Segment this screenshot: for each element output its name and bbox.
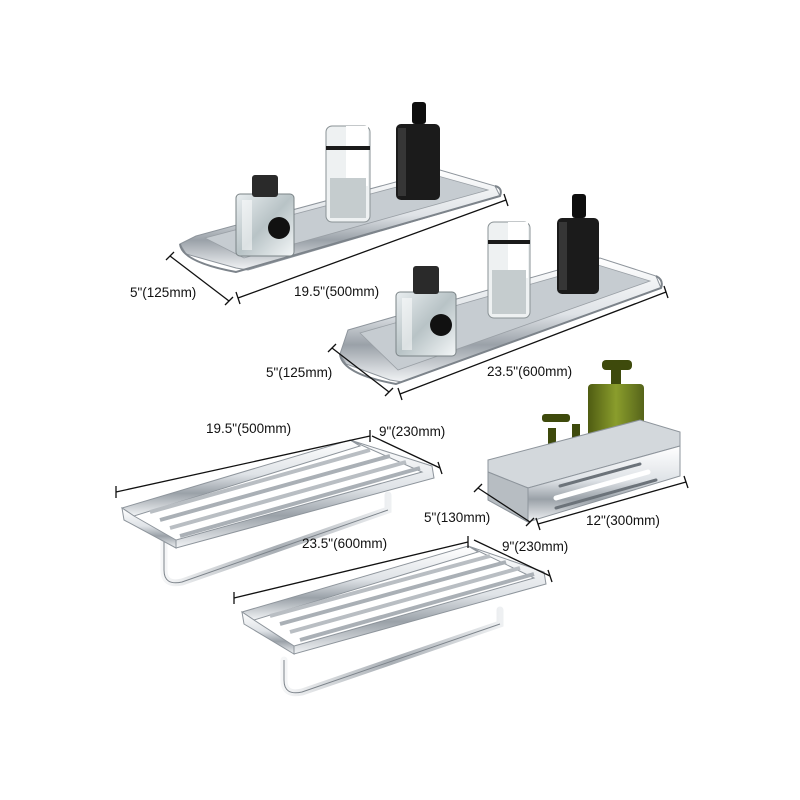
length-label: 19.5"(500mm) [206,421,291,436]
dimension-tick [503,193,509,207]
length-label: 23.5"(600mm) [302,536,387,551]
depth-label: 5"(125mm) [130,285,196,300]
length-label: 12"(300mm) [586,513,660,528]
dimension-line-length [115,435,371,493]
dimension-tick [473,483,483,493]
rack-bar [159,454,391,522]
depth-label: 9"(230mm) [379,424,445,439]
shower-basket: 5"(130mm) 12"(300mm) [0,0,689,531]
cologne-bottle-clear [235,175,295,257]
rack-bar [149,448,371,514]
depth-label: 5"(130mm) [424,510,490,525]
basket-slot [553,469,651,501]
dimension-tick [327,343,337,353]
rack-frame-right [175,439,435,549]
black-bottle [557,194,599,294]
shelf-front-lip [179,185,502,274]
dimension-line-depth [473,539,551,577]
dimension-line-length [233,541,469,599]
black-bottle [396,102,440,200]
rack-bar [179,466,421,538]
clear-square-bottle [487,221,531,319]
dimension-tick [224,296,234,306]
dimension-tick [235,291,241,305]
glass-shelf-large: 5"(125mm) 23.5"(600mm) [266,194,669,401]
basket-slot [554,478,658,510]
rack-bar [169,460,407,530]
dimension-tick [663,285,669,299]
rack-frame-front [241,610,295,655]
dimension-line-depth [371,435,441,469]
rack-bar [269,554,491,618]
dimension-tick [437,461,443,475]
depth-label: 9"(230mm) [502,539,568,554]
rack-bar [289,566,521,634]
rack-bar [279,560,507,626]
dimension-line-length [237,199,507,299]
basket-slot [0,0,1,1]
dimension-line-depth [477,487,531,523]
rack-bar [299,572,535,642]
rack-frame-right [293,545,547,655]
dimension-tick [525,517,535,527]
dimension-tick [547,569,553,583]
dimension-line-length [399,291,667,395]
dimension-tick [397,387,403,401]
length-label: 23.5"(600mm) [487,364,572,379]
shelf-front-lip [339,275,663,386]
length-label: 19.5"(500mm) [294,284,379,299]
dimension-tick [683,475,689,489]
towel-rack-small: 19.5"(500mm) 9"(230mm) [115,421,445,587]
depth-label: 5"(125mm) [266,365,332,380]
rack-frame-front [121,506,177,549]
towel-rack-large: 23.5"(600mm) 9"(230mm) [233,536,568,697]
cologne-bottle-clear [395,266,457,357]
dimension-line-length [537,481,687,525]
dimension-tick [384,387,394,397]
basket-side-wall [487,471,529,523]
basket-slot [558,462,642,488]
dimension-line-depth [169,255,230,302]
dimension-tick [535,517,541,531]
dimension-line-depth [331,347,390,393]
dimension-tick [165,251,175,261]
glass-shelf-small: 5"(125mm) 19.5"(500mm) [130,102,509,306]
clear-square-bottle [325,125,371,223]
